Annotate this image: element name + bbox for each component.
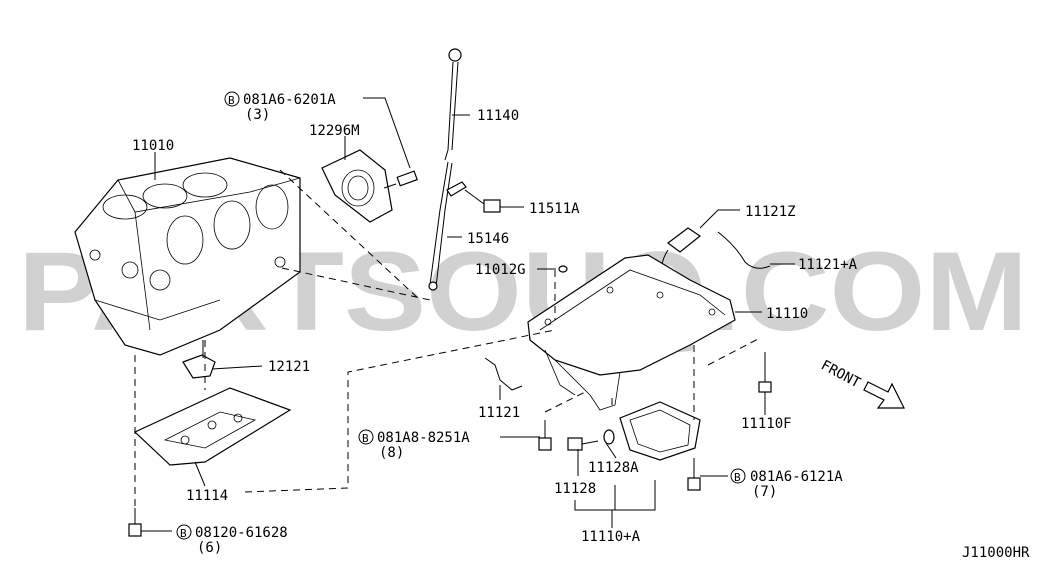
label-11110a: 11110+A bbox=[581, 529, 641, 545]
label-081a6-6121a-qty: (7) bbox=[752, 484, 777, 500]
washer-11128a[interactable] bbox=[603, 429, 615, 445]
bolt-11511a[interactable] bbox=[464, 189, 501, 213]
lower-oil-pan[interactable] bbox=[619, 401, 701, 461]
bolt-08120-61628[interactable] bbox=[128, 508, 142, 537]
upper-oil-pan[interactable] bbox=[527, 254, 736, 411]
label-11110: 11110 bbox=[766, 306, 808, 322]
b-marker-6121a bbox=[730, 468, 746, 484]
label-081a6-6201a: 081A6-6201A bbox=[243, 92, 336, 108]
rear-oil-seal-retainer[interactable] bbox=[321, 149, 393, 223]
b-marker-text-6121a: B bbox=[734, 471, 741, 484]
washer-11012g[interactable] bbox=[558, 265, 568, 273]
label-11121: 11121 bbox=[478, 405, 520, 421]
clip-11121a[interactable] bbox=[717, 231, 771, 269]
bolt-081a6-6201a[interactable] bbox=[383, 170, 418, 189]
b-marker-6201a bbox=[224, 91, 240, 107]
drain-plug-11128[interactable] bbox=[567, 437, 599, 451]
b-marker-61628 bbox=[176, 524, 192, 540]
label-12296m: 12296M bbox=[309, 123, 360, 139]
b-marker-text-6201a: B bbox=[228, 94, 235, 107]
label-11128: 11128 bbox=[554, 481, 596, 497]
front-arrow: FRONT bbox=[818, 357, 905, 409]
engine-block[interactable] bbox=[74, 157, 301, 356]
label-11012g: 11012G bbox=[475, 262, 526, 278]
label-081a8-8251a: 081A8-8251A bbox=[377, 430, 470, 446]
label-081a8-8251a-qty: (8) bbox=[379, 445, 404, 461]
label-15146: 15146 bbox=[467, 231, 509, 247]
label-08120-61628: 08120-61628 bbox=[195, 525, 288, 541]
front-label: FRONT bbox=[818, 357, 863, 391]
b-marker-text-8251a: B bbox=[362, 432, 369, 445]
b-marker-text-61628: B bbox=[180, 527, 187, 540]
label-08120-61628-qty: (6) bbox=[197, 540, 222, 556]
oil-dipstick[interactable] bbox=[444, 48, 462, 161]
leader-lines bbox=[141, 97, 795, 532]
label-11121a: 11121+A bbox=[798, 257, 858, 273]
label-12121: 12121 bbox=[268, 359, 310, 375]
baffle-plate-11114[interactable] bbox=[133, 387, 292, 466]
label-081a6-6121a: 081A6-6121A bbox=[750, 469, 843, 485]
dipstick-guide-tube[interactable] bbox=[428, 161, 467, 291]
bolt-081a6-6121a[interactable] bbox=[687, 458, 701, 491]
label-11110f: 11110F bbox=[741, 416, 792, 432]
bracket-11121[interactable] bbox=[484, 357, 523, 391]
bolt-081a8-8251a[interactable] bbox=[538, 420, 552, 451]
label-11128a: 11128A bbox=[588, 460, 639, 476]
b-marker-8251a bbox=[358, 429, 374, 445]
bolt-11110f[interactable] bbox=[758, 352, 772, 393]
label-081a6-6201a-qty: (3) bbox=[245, 107, 270, 123]
diagram-code: J11000HR bbox=[962, 545, 1030, 561]
label-11010: 11010 bbox=[132, 138, 174, 154]
alignment-lines bbox=[134, 169, 761, 510]
label-11121z: 11121Z bbox=[745, 204, 796, 220]
callout-labels: 11010 B 081A6-6201A (3) 12296M 11140 115… bbox=[132, 91, 1030, 561]
label-11140: 11140 bbox=[477, 108, 519, 124]
label-11511a: 11511A bbox=[529, 201, 580, 217]
label-11114: 11114 bbox=[186, 488, 228, 504]
